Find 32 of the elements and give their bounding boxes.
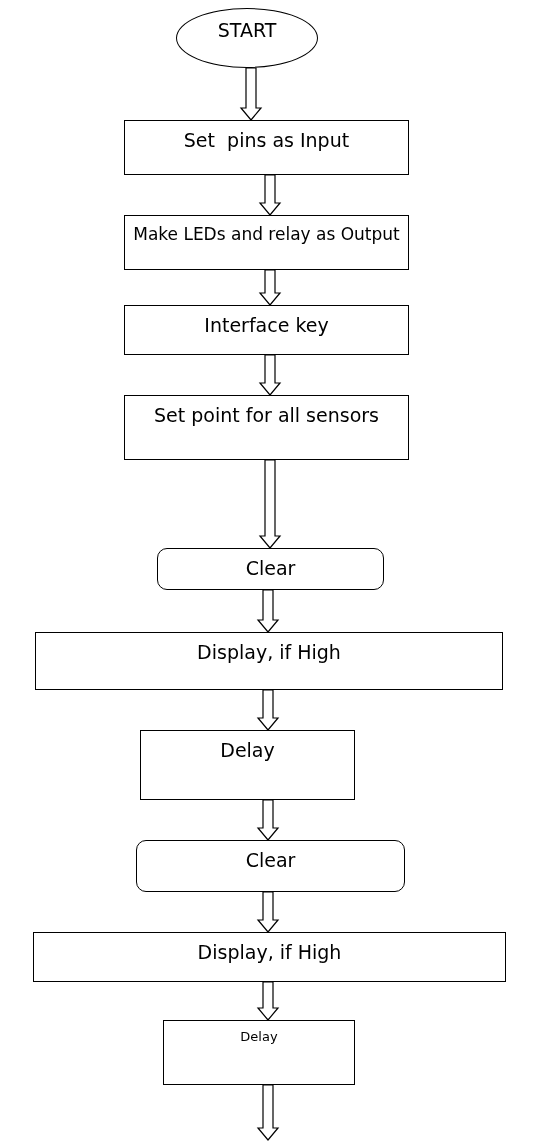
process-box — [124, 395, 409, 460]
arrow — [256, 1084, 280, 1141]
process-box — [124, 305, 409, 355]
rounded-process-box — [157, 548, 384, 590]
arrow — [239, 67, 263, 121]
step-label: Set pins as Input — [183, 129, 350, 151]
arrow — [258, 354, 282, 396]
arrow — [258, 269, 282, 306]
arrow — [256, 981, 280, 1021]
step-label: Display, if High — [197, 941, 342, 963]
process-box — [124, 215, 409, 270]
process-box — [35, 632, 503, 690]
arrow — [256, 799, 280, 841]
step-label: START — [217, 19, 277, 41]
step-label: Clear — [245, 557, 296, 579]
arrow — [256, 589, 280, 633]
process-box — [163, 1020, 355, 1085]
step-label: Delay — [220, 739, 275, 761]
step-label: Delay — [240, 1029, 278, 1044]
process-box — [140, 730, 355, 800]
process-box — [33, 932, 506, 982]
arrow — [256, 891, 280, 933]
step-label: Make LEDs and relay as Output — [133, 224, 400, 244]
arrow — [256, 689, 280, 731]
rounded-process-box — [136, 840, 405, 892]
process-box — [124, 120, 409, 175]
step-label: Clear — [245, 849, 296, 871]
step-label: Interface key — [204, 314, 329, 336]
arrow — [258, 459, 282, 549]
step-label: Set point for all sensors — [154, 404, 379, 426]
arrow — [258, 174, 282, 216]
step-label: Display, if High — [197, 641, 341, 663]
